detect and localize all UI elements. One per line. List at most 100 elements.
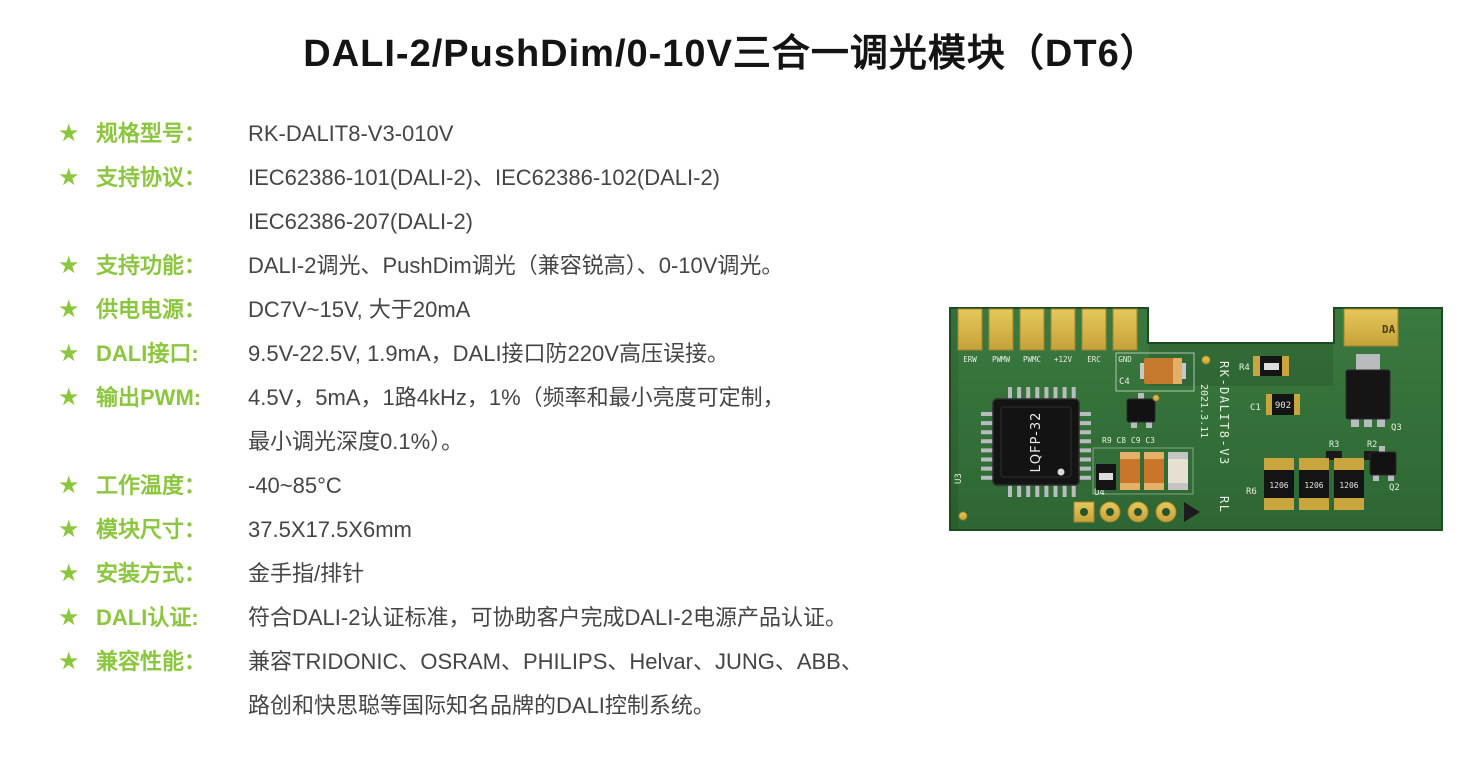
ref-q3: Q3	[1391, 423, 1402, 433]
ref-c4: C4	[1119, 377, 1130, 387]
spec-value-group: 4.5V，5mA，1路4kHz，1%（频率和最小亮度可定制， 最小调光深度0.1…	[248, 376, 958, 464]
gold-finger-pads	[957, 308, 1138, 351]
spec-value-line: 最小调光深度0.1%）。	[248, 429, 464, 454]
spec-value-group: 符合DALI-2认证标准，可协助客户完成DALI-2电源产品认证。	[248, 596, 958, 640]
marking-1206-a: 1206	[1269, 481, 1288, 490]
pcb-svg: ERW PWMW PWMC +12V ERC GND DA	[949, 307, 1443, 531]
board-name-text: RK-DALIT8-V3	[1217, 361, 1231, 466]
c1-component: 902	[1266, 394, 1300, 415]
marking-902: 902	[1275, 401, 1291, 411]
ref-r2: R2	[1367, 440, 1377, 450]
star-icon: ★	[58, 164, 80, 191]
spec-value-line: DC7V~15V, 大于20mA	[248, 297, 471, 322]
spec-value-line: -40~85°C	[248, 473, 342, 498]
arrow-silkscreen	[1184, 502, 1200, 522]
spec-row-temperature: ★ 工作温度： -40~85°C	[58, 464, 958, 508]
spec-row-compatibility: ★ 兼容性能： 兼容TRIDONIC、OSRAM、PHILIPS、Helvar、…	[58, 640, 958, 728]
pad-silkscreen-labels: ERW PWMW PWMC +12V ERC GND	[963, 355, 1132, 364]
vias	[958, 355, 1211, 521]
spec-value-group: DC7V~15V, 大于20mA	[248, 288, 958, 332]
spec-value-line: 9.5V-22.5V, 1.9mA，DALI接口防220V高压误接。	[248, 341, 729, 366]
spec-value-group: 37.5X17.5X6mm	[248, 508, 958, 552]
spec-value-line: 路创和快思聪等国际知名品牌的DALI控制系统。	[248, 693, 715, 718]
spec-value-group: 9.5V-22.5V, 1.9mA，DALI接口防220V高压误接。	[248, 332, 958, 376]
spec-value-group: RK-DALIT8-V3-010V	[248, 112, 958, 156]
spec-row-pwm-output: ★ 输出PWM: 4.5V，5mA，1路4kHz，1%（频率和最小亮度可定制， …	[58, 376, 958, 464]
pad-label-erc: ERC	[1087, 355, 1101, 364]
ref-r4: R4	[1239, 363, 1250, 373]
ref-q2: Q2	[1389, 483, 1400, 493]
spec-value-line: DALI-2调光、PushDim调光（兼容锐高）、0-10V调光。	[248, 253, 784, 278]
spec-value-group: IEC62386-101(DALI-2)、IEC62386-102(DALI-2…	[248, 156, 958, 244]
spec-value-line: 金手指/排针	[248, 561, 365, 586]
star-icon: ★	[58, 252, 80, 279]
r3-chip	[1326, 451, 1342, 460]
star-icon: ★	[58, 296, 80, 323]
star-icon: ★	[58, 516, 80, 543]
passive-row-label: R9 C8 C9 C3	[1102, 436, 1155, 445]
board-date-text: 2021.3.11	[1198, 384, 1209, 438]
spec-row-dali-port: ★ DALI接口: 9.5V-22.5V, 1.9mA，DALI接口防220V高…	[58, 332, 958, 376]
spec-label: 供电电源：	[96, 297, 207, 322]
qfp-chip: LQFP-32	[981, 387, 1091, 497]
pad-label-gnd: GND	[1118, 355, 1132, 364]
pad-label-erw: ERW	[963, 355, 977, 364]
spec-value-group: DALI-2调光、PushDim调光（兼容锐高）、0-10V调光。	[248, 244, 958, 288]
board-rev-text: RL	[1217, 496, 1231, 513]
page-title: DALI-2/PushDim/0-10V三合一调光模块（DT6）	[303, 33, 1159, 75]
ref-c1: C1	[1250, 403, 1261, 413]
spec-row-mounting: ★ 安装方式： 金手指/排针	[58, 552, 958, 596]
q3-transistor	[1345, 354, 1391, 427]
star-icon: ★	[58, 472, 80, 499]
spec-value-line: 兼容TRIDONIC、OSRAM、PHILIPS、Helvar、JUNG、ABB…	[248, 649, 863, 674]
spec-value-line: 符合DALI-2认证标准，可协助客户完成DALI-2电源产品认证。	[248, 605, 847, 630]
ref-r3: R3	[1329, 440, 1339, 450]
pad-label-pwmc: PWMC	[1023, 355, 1041, 364]
spec-label: DALI认证:	[96, 605, 199, 630]
ref-r6: R6	[1246, 487, 1257, 497]
star-icon: ★	[58, 560, 80, 587]
marking-1206-b: 1206	[1304, 481, 1323, 490]
spec-value-line: 37.5X17.5X6mm	[248, 517, 412, 542]
spec-label: 兼容性能：	[96, 649, 207, 674]
da-gold-pad: DA	[1343, 308, 1399, 347]
q2-transistor	[1369, 446, 1397, 481]
spec-value-line: IEC62386-207(DALI-2)	[248, 209, 474, 234]
star-icon: ★	[58, 604, 80, 631]
ref-u3: U3	[954, 473, 964, 484]
through-hole-pads	[1073, 501, 1177, 523]
c4-capacitor: C4	[1115, 352, 1195, 392]
star-icon: ★	[58, 120, 80, 147]
spec-row-functions: ★ 支持功能： DALI-2调光、PushDim调光（兼容锐高）、0-10V调光…	[58, 244, 958, 288]
spec-value-group: 兼容TRIDONIC、OSRAM、PHILIPS、Helvar、JUNG、ABB…	[248, 640, 958, 728]
pad-label-pwmw: PWMW	[992, 355, 1011, 364]
spec-value-group: 金手指/排针	[248, 552, 958, 596]
sot23-transistor	[1126, 393, 1156, 428]
marking-1206-c: 1206	[1339, 481, 1358, 490]
spec-label: 支持协议：	[96, 165, 207, 190]
spec-label: 工作温度：	[96, 473, 207, 498]
resistor-1206-group: 1206 1206 1206	[1264, 458, 1364, 510]
spec-row-size: ★ 模块尺寸： 37.5X17.5X6mm	[58, 508, 958, 552]
star-icon: ★	[58, 340, 80, 367]
spec-row-certification: ★ DALI认证: 符合DALI-2认证标准，可协助客户完成DALI-2电源产品…	[58, 596, 958, 640]
pcb-darker-edge	[951, 309, 958, 529]
spec-value-line: 4.5V，5mA，1路4kHz，1%（频率和最小亮度可定制，	[248, 385, 785, 410]
spec-label: 模块尺寸：	[96, 517, 207, 542]
spec-row-protocol: ★ 支持协议： IEC62386-101(DALI-2)、IEC62386-10…	[58, 156, 958, 244]
star-icon: ★	[58, 384, 80, 411]
da-pad-label: DA	[1382, 323, 1396, 336]
spec-row-model: ★ 规格型号： RK-DALIT8-V3-010V	[58, 112, 958, 156]
passive-row-components	[1092, 447, 1194, 495]
spec-row-power: ★ 供电电源： DC7V~15V, 大于20mA	[58, 288, 958, 332]
pad-label-12v: +12V	[1054, 355, 1073, 364]
spec-list: ★ 规格型号： RK-DALIT8-V3-010V ★ 支持协议： IEC623…	[58, 112, 958, 728]
spec-label: 支持功能：	[96, 253, 207, 278]
spec-label: 输出PWM:	[96, 385, 202, 410]
spec-value-line: IEC62386-101(DALI-2)、IEC62386-102(DALI-2…	[248, 165, 721, 190]
chip-label: LQFP-32	[1029, 412, 1044, 473]
spec-label: 安装方式：	[96, 561, 207, 586]
spec-value-line: RK-DALIT8-V3-010V	[248, 121, 454, 146]
star-icon: ★	[58, 648, 80, 675]
